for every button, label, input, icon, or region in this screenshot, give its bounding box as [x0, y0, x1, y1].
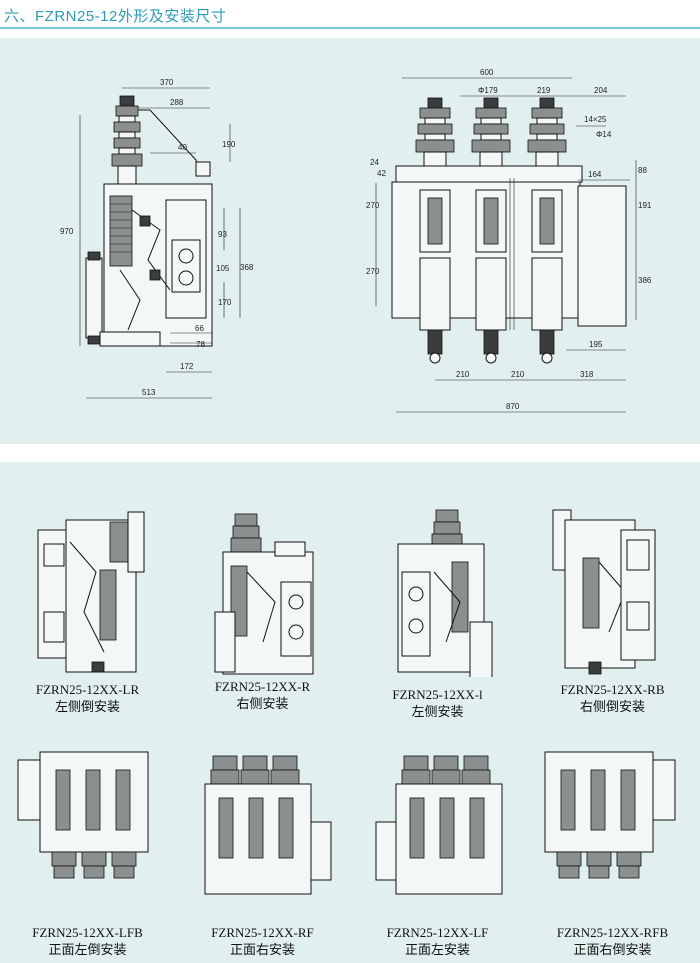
variant-lfb: FZRN25-12XX-LFB 正面左倒安装	[0, 732, 175, 963]
variant-rfb-desc: 正面右倒安装	[573, 942, 652, 957]
dim-270-upper: 270	[366, 201, 380, 210]
dim-195: 195	[589, 340, 603, 349]
front-view-drawing: 600 Φ179 219 204 14×25 Φ14 24 42 164 88 …	[366, 68, 652, 413]
dim-970: 970	[60, 227, 74, 236]
dim-172: 172	[180, 362, 194, 371]
dim-368: 368	[240, 263, 254, 272]
side-mechanism	[109, 195, 201, 331]
dim-93: 93	[218, 230, 227, 239]
variant-lfb-model: FZRN25-12XX-LFB	[32, 925, 143, 940]
dim-164: 164	[588, 170, 602, 179]
variant-rfb-drawing	[544, 751, 676, 879]
front-fuses	[419, 189, 563, 364]
variant-lf-model: FZRN25-12XX-LF	[386, 925, 489, 940]
variant-lfb-desc: 正面左倒安装	[48, 942, 127, 957]
variant-l-drawing	[397, 509, 493, 677]
variant-l: FZRN25-12XX-l 左侧安装	[350, 482, 525, 727]
dim-phi14: Φ14	[596, 130, 612, 139]
variant-rb: FZRN25-12XX-RB 右侧倒安装	[525, 482, 700, 727]
dim-78: 78	[196, 340, 205, 349]
dim-190: 190	[222, 140, 236, 149]
dim-14x25: 14×25	[584, 115, 607, 124]
dim-513: 513	[142, 388, 156, 397]
page-title: 六、FZRN25-12外形及安装尺寸	[4, 8, 227, 25]
dim-24: 24	[370, 158, 379, 167]
front-insulators	[415, 97, 567, 171]
dim-40: 40	[178, 143, 187, 152]
variant-l-model: FZRN25-12XX-l	[392, 687, 483, 702]
variant-rb-desc: 右侧倒安装	[579, 699, 645, 714]
variant-rf-desc: 正面右安装	[229, 942, 295, 957]
dim-288: 288	[170, 98, 184, 107]
dimension-drawing-panel: 370 288 40 190 970 93 105 368 170 66 78 …	[0, 38, 700, 444]
dim-210-right: 210	[511, 370, 525, 379]
variant-lf-drawing	[375, 755, 503, 895]
variant-lr: FZRN25-12XX-LR 左侧倒安装	[0, 482, 175, 727]
dim-600: 600	[480, 68, 494, 77]
variant-rfb: FZRN25-12XX-RFB 正面右倒安装	[525, 732, 700, 963]
dim-42: 42	[377, 169, 386, 178]
variant-rf: FZRN25-12XX-RF 正面右安装	[175, 732, 350, 963]
variant-lr-model: FZRN25-12XX-LR	[35, 682, 140, 697]
variant-l-desc: 左侧安装	[411, 704, 464, 719]
dim-318: 318	[580, 370, 594, 379]
variant-rf-drawing	[204, 755, 332, 895]
variant-lr-desc: 左侧倒安装	[54, 699, 120, 714]
dim-191: 191	[638, 201, 652, 210]
variant-rf-model: FZRN25-12XX-RF	[211, 925, 314, 940]
dim-phi179: Φ179	[478, 86, 498, 95]
dim-210-left: 210	[456, 370, 470, 379]
dim-66: 66	[195, 324, 204, 333]
variant-rfb-model: FZRN25-12XX-RFB	[556, 925, 669, 940]
variant-rb-drawing	[552, 509, 656, 675]
dim-386: 386	[638, 276, 652, 285]
variant-r-desc: 右侧安装	[236, 696, 289, 711]
variant-rb-model: FZRN25-12XX-RB	[560, 682, 665, 697]
variant-lr-drawing	[37, 511, 145, 673]
variant-r: FZRN25-12XX-R 右侧安装	[175, 482, 350, 727]
variant-lf-desc: 正面左安装	[404, 942, 470, 957]
dimension-drawings: 370 288 40 190 970 93 105 368 170 66 78 …	[60, 68, 652, 413]
page-header: 六、FZRN25-12外形及安装尺寸	[0, 0, 700, 30]
installation-variants-panel: FZRN25-12XX-LR 左侧倒安装 FZRN25-12XX-R 右侧安装	[0, 462, 700, 963]
dim-219: 219	[537, 86, 551, 95]
variant-lfb-drawing	[17, 751, 149, 879]
dim-270-lower: 270	[366, 267, 380, 276]
variant-r-model: FZRN25-12XX-R	[214, 679, 311, 694]
dim-870: 870	[506, 402, 520, 411]
dim-170: 170	[218, 298, 232, 307]
variant-r-drawing	[214, 513, 314, 675]
dim-204: 204	[594, 86, 608, 95]
side-view-drawing: 370 288 40 190 970 93 105 368 170 66 78 …	[60, 78, 254, 399]
dim-370: 370	[160, 78, 174, 87]
variant-lf: FZRN25-12XX-LF 正面左安装	[350, 732, 525, 963]
title-divider	[0, 27, 700, 29]
dim-105: 105	[216, 264, 230, 273]
dim-88: 88	[638, 166, 647, 175]
side-insulator	[111, 105, 143, 185]
